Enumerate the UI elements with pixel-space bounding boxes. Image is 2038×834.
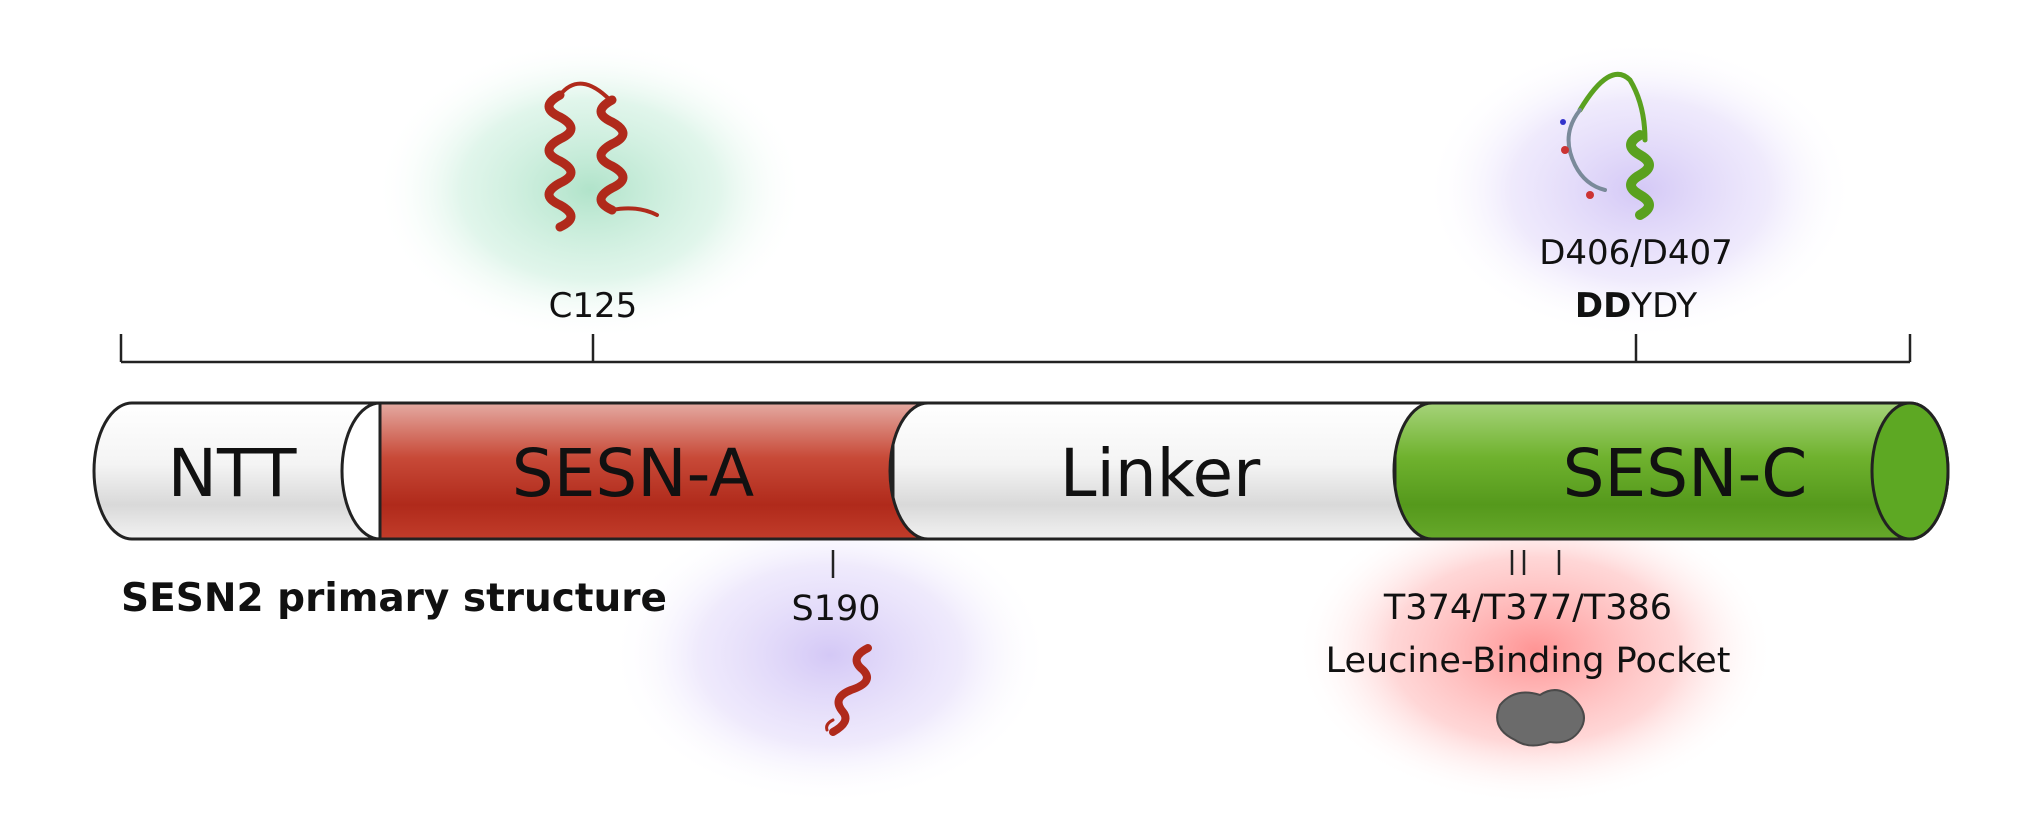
c125-glow [375, 40, 805, 340]
ddydy-motif-bold: DD [1575, 286, 1631, 326]
ntt-label: NTT [168, 435, 298, 512]
protein-tube [92, 401, 1950, 541]
leucine-ticks [1510, 550, 1561, 575]
sesn-c-end-cap [1870, 401, 1950, 541]
c125-label: C125 [549, 286, 638, 326]
diagram-caption: SESN2 primary structure [121, 576, 667, 621]
linker-segment [891, 401, 1433, 541]
s190-helix-structure [825, 644, 872, 736]
ddydy-motif: DDYDY [1575, 286, 1698, 326]
d406-label: D406/D407 [1539, 233, 1733, 273]
d406-loop-structure [1560, 71, 1654, 220]
sesn-c-label: SESN-C [1563, 435, 1808, 512]
leucine-glow [1295, 495, 1775, 805]
leucine-residues-label: T374/T377/T386 [1383, 588, 1672, 628]
sesn-a-segment [378, 401, 929, 541]
linker-label: Linker [1060, 435, 1261, 512]
s190-glow [610, 505, 1050, 805]
leucine-pocket-label: Leucine-Binding Pocket [1326, 641, 1731, 681]
ntt-segment [92, 401, 381, 541]
s190-label: S190 [791, 589, 880, 629]
ddydy-motif-rest: YDY [1630, 286, 1697, 326]
leucine-pocket-blob [1496, 689, 1585, 747]
sesn-a-label: SESN-A [512, 435, 754, 512]
c125-helix-structure [544, 81, 659, 232]
scale-bracket [119, 334, 1912, 364]
